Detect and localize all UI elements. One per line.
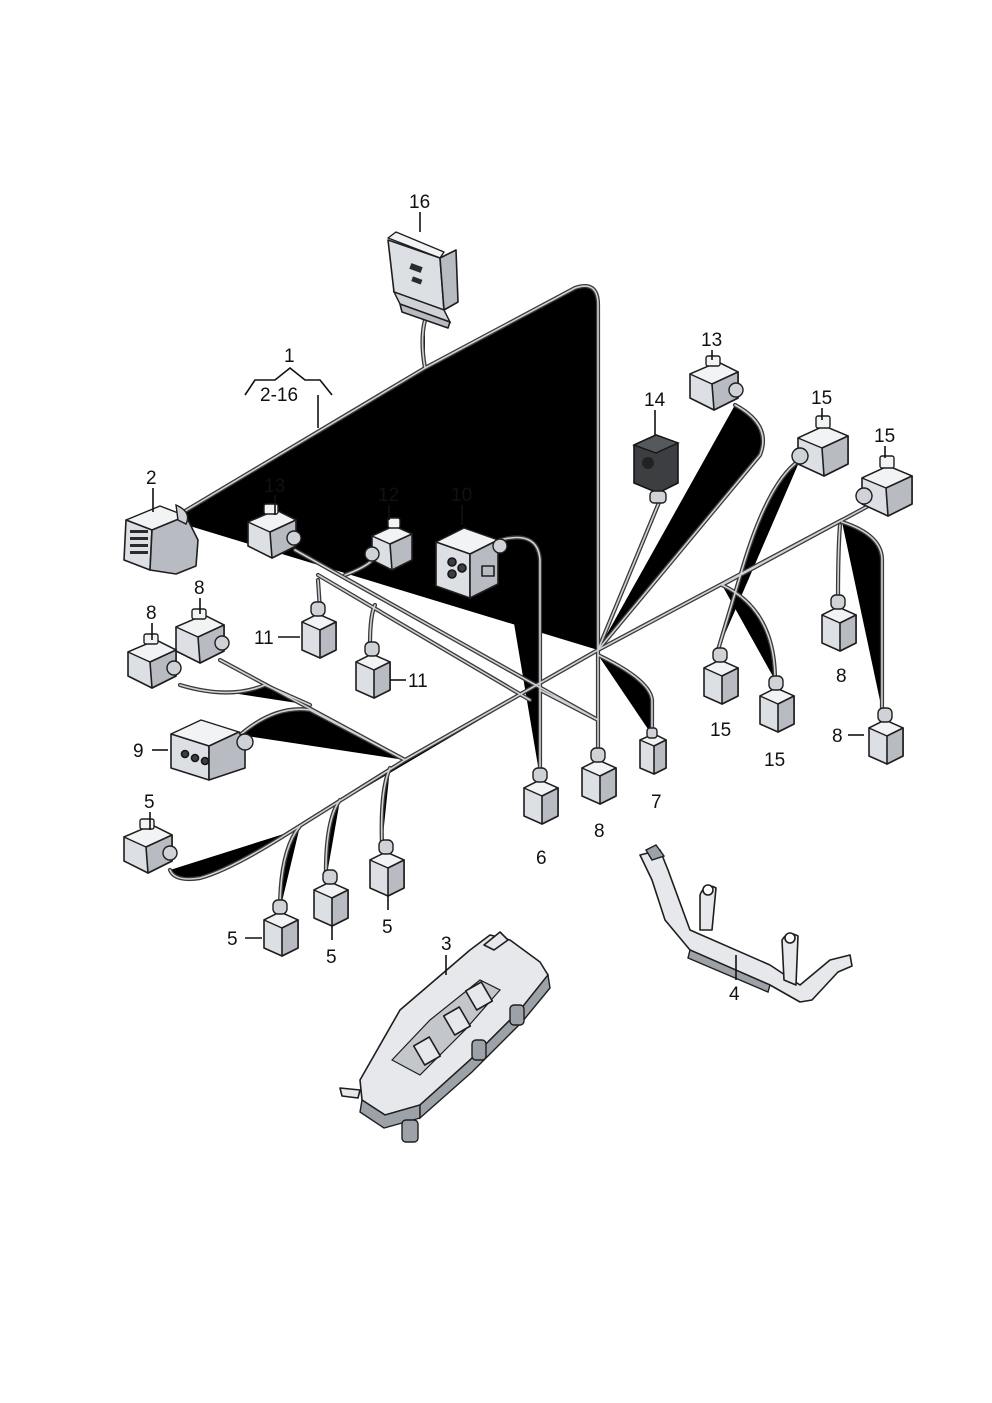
connector-15-right: [855, 455, 913, 517]
label-8-right-a: 8: [836, 666, 847, 687]
label-14: 14: [644, 390, 666, 411]
connector-13-right: [689, 355, 744, 411]
label-15-right: 15: [874, 426, 895, 447]
connector-15-top: [791, 415, 849, 477]
label-13-right: 13: [701, 330, 722, 351]
label-5-c: 5: [382, 917, 393, 938]
connector-7: [639, 727, 667, 775]
label-15-top: 15: [811, 388, 832, 409]
leader-lines: [149, 212, 886, 980]
label-1: 1: [284, 346, 295, 367]
label-13-left: 13: [264, 476, 285, 497]
label-5-b: 5: [326, 947, 337, 968]
connector-11-left: [301, 601, 337, 659]
connector-9: [170, 719, 254, 781]
label-7: 7: [651, 792, 662, 813]
connector-14: [632, 434, 680, 504]
label-1-range: 2-16: [260, 385, 298, 406]
label-8-left-a: 8: [194, 578, 205, 599]
connector-6: [523, 767, 559, 825]
label-8-left-b: 8: [146, 603, 157, 624]
label-9: 9: [133, 741, 144, 762]
label-11-left: 11: [254, 628, 274, 649]
label-12: 12: [378, 485, 399, 506]
label-16: 16: [409, 192, 430, 213]
connector-5-a: [263, 899, 299, 957]
connector-8-middle: [581, 747, 617, 805]
bracket-guide-4: [639, 844, 853, 1003]
connector-8-left-a: [175, 608, 230, 664]
label-15-lower-b: 15: [764, 750, 785, 771]
connector-16: [387, 231, 459, 329]
connector-8-right-b: [868, 707, 904, 765]
connector-5-c: [369, 839, 405, 897]
label-4: 4: [729, 984, 740, 1005]
connector-11-right: [355, 641, 391, 699]
part-labels: 16 1 2-16 2 13 12 10 13 14 15 15 8 8 11 …: [133, 192, 895, 1005]
label-10: 10: [451, 485, 472, 506]
bracket-carrier-3: [339, 931, 551, 1143]
connector-15-lower-a: [703, 647, 739, 705]
label-3: 3: [441, 934, 452, 955]
label-5-a: 5: [227, 929, 238, 950]
label-8-right-b: 8: [832, 726, 843, 747]
label-11-right: 11: [408, 671, 428, 692]
connector-10: [435, 527, 508, 599]
label-5-left: 5: [144, 792, 155, 813]
connector-8-right-a: [821, 594, 857, 652]
connector-15-lower-b: [759, 675, 795, 733]
label-6: 6: [536, 848, 547, 869]
label-2: 2: [146, 468, 157, 489]
connector-12: [364, 517, 413, 571]
label-15-lower-a: 15: [710, 720, 731, 741]
connector-5-b: [313, 869, 349, 927]
connector-2: [123, 503, 199, 575]
label-8-middle: 8: [594, 821, 605, 842]
connector-8-left-b: [127, 633, 182, 689]
